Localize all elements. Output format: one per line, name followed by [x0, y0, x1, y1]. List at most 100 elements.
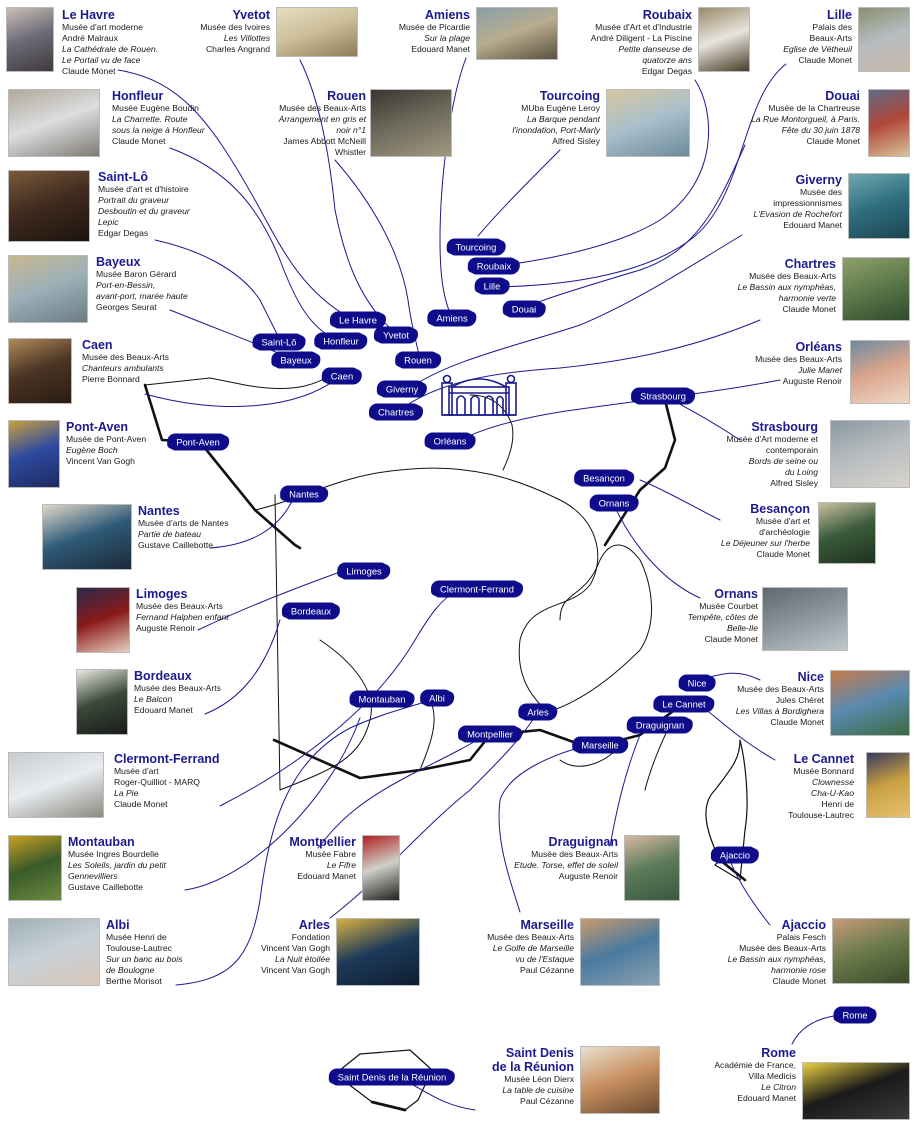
entry-city: Saint-Lô	[98, 170, 148, 184]
connector-douai	[523, 144, 746, 309]
city-tag-rome[interactable]: Rome	[835, 1007, 875, 1023]
entry-city: Chartres	[784, 257, 836, 271]
city-tag-saintlo[interactable]: Saint-Lô	[254, 334, 304, 350]
entry-artist: Georges Seurat	[96, 302, 157, 313]
entry-artist: Edgar Degas	[98, 228, 149, 239]
reunion-coast	[370, 1100, 407, 1112]
city-tag-montauban[interactable]: Montauban	[351, 691, 413, 707]
connector-rome	[791, 1014, 841, 1045]
entry-work: Le Golfe de Marseille vu de l'Estaque	[492, 943, 574, 965]
entry-work: Bords de seine ou du Loing	[748, 456, 818, 478]
entry-work: Le Déjeuner sur l'herbe	[720, 538, 810, 549]
entry-city: Bordeaux	[134, 669, 192, 683]
entry-artist: Paul Cézanne	[520, 965, 574, 976]
city-tag-chartres[interactable]: Chartres	[371, 404, 421, 420]
entry-artist: Edouard Manet	[737, 1093, 796, 1104]
entry-city: Strasbourg	[751, 420, 818, 434]
entry-museum: Académie de France, Villa Medicis	[714, 1060, 796, 1082]
entry-city: Nantes	[138, 504, 180, 518]
city-tag-giverny[interactable]: Giverny	[378, 381, 426, 397]
entry-museum: Musée des Beaux-Arts	[134, 683, 221, 693]
city-tag-marseille[interactable]: Marseille	[574, 737, 626, 753]
painting-thumbnail	[8, 89, 100, 157]
city-tag-clermont[interactable]: Clermont-Ferrand	[433, 581, 521, 597]
entry-city: Amiens	[424, 8, 470, 22]
entry-artist: Auguste Renoir	[136, 623, 196, 634]
musee-orsay-icon	[439, 373, 519, 426]
city-tag-ornans[interactable]: Ornans	[591, 495, 637, 511]
entry-museum: Musée d'arts de Nantes	[138, 518, 229, 528]
city-tag-bayeux[interactable]: Bayeux	[273, 352, 319, 368]
painting-thumbnail	[8, 752, 104, 818]
entry-city: Pont-Aven	[66, 420, 129, 434]
entry-museum: Musée d'art et d'histoire	[98, 184, 189, 194]
painting-thumbnail	[76, 587, 130, 653]
entry-work: Partie de bateau	[138, 529, 202, 540]
city-tag-bordeaux[interactable]: Bordeaux	[283, 603, 339, 619]
city-tag-amiens[interactable]: Amiens	[429, 310, 475, 326]
connector-amiens	[439, 57, 467, 319]
city-tag-lehavre[interactable]: Le Havre	[331, 312, 385, 328]
connector-rouen	[334, 159, 421, 361]
city-tag-lille[interactable]: Lille	[476, 278, 508, 294]
city-tag-ajaccio[interactable]: Ajaccio	[712, 847, 758, 863]
city-tag-orleans[interactable]: Orléans	[426, 433, 474, 449]
city-tag-nice[interactable]: Nice	[680, 675, 714, 691]
entry-work: Le Bassin aux nymphéas, harmonie rose	[727, 954, 826, 976]
city-tag-arles[interactable]: Arles	[520, 704, 556, 720]
city-tag-honfleur[interactable]: Honfleur	[316, 333, 366, 349]
entry-work: Portrait du graveur Desboutin et du grav…	[98, 195, 190, 228]
city-tag-douai[interactable]: Douai	[504, 301, 544, 317]
entry-work: Fernand Halphen enfant	[136, 612, 229, 623]
connector-caen	[144, 375, 341, 408]
city-tag-rouen[interactable]: Rouen	[397, 352, 439, 368]
city-tag-nantes[interactable]: Nantes	[282, 486, 326, 502]
entry-museum: Musée de Pont-Aven	[66, 434, 147, 444]
city-tag-besancon[interactable]: Besançon	[576, 470, 632, 486]
city-tag-montpellier[interactable]: Montpellier	[460, 726, 520, 742]
painting-thumbnail	[866, 752, 910, 818]
city-tag-strasbourg[interactable]: Strasbourg	[633, 388, 693, 404]
entry-work: Clownesse Cha-U-Kao	[811, 777, 854, 799]
city-tag-caen[interactable]: Caen	[323, 368, 361, 384]
city-tag-albi[interactable]: Albi	[422, 690, 452, 706]
entry-work: Julie Manet	[798, 365, 842, 376]
city-tag-draguignan[interactable]: Draguignan	[628, 717, 692, 733]
city-tag-pontaven[interactable]: Pont-Aven	[169, 434, 227, 450]
entry-artist: Pierre Bonnard	[82, 374, 140, 385]
city-tag-lecannet[interactable]: Le Cannet	[655, 696, 713, 712]
alps-outline	[547, 544, 653, 713]
entry-museum: MUba Eugène Leroy	[521, 103, 600, 113]
entry-work: Sur la plage	[424, 33, 470, 44]
entry-museum: Musée d'art Roger-Quilliot - MARQ	[114, 766, 200, 788]
entry-city: Ajaccio	[781, 918, 826, 932]
painting-thumbnail	[8, 420, 60, 488]
entry-artist: Claude Monet	[112, 136, 166, 147]
city-tag-tourcoing[interactable]: Tourcoing	[448, 239, 504, 255]
entry-artist: Claude Monet	[770, 717, 824, 728]
city-tag-yvetot[interactable]: Yvetot	[375, 327, 417, 343]
city-tag-saintdenis[interactable]: Saint Denis de la Réunion	[330, 1069, 454, 1085]
france-map-outline	[254, 467, 599, 713]
city-tag-roubaix[interactable]: Roubaix	[469, 258, 519, 274]
city-tag-limoges[interactable]: Limoges	[339, 563, 389, 579]
